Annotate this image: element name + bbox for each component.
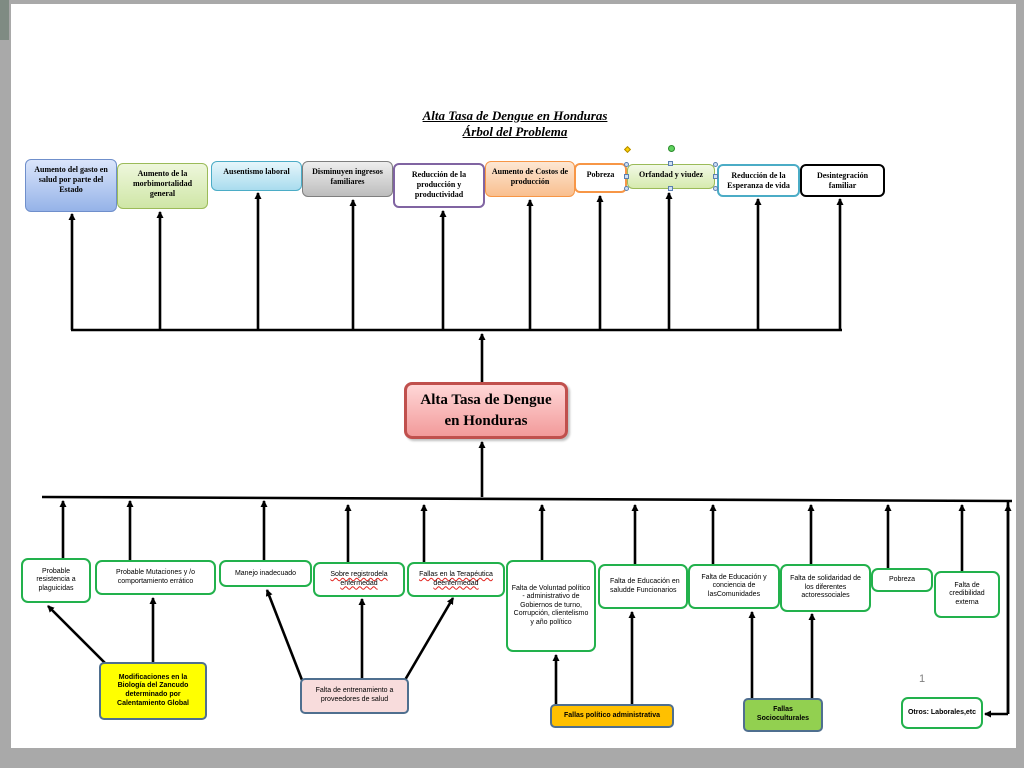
root-cause-box: Modificaciones en la Biología del Zancud…: [99, 662, 207, 720]
cause-box: Probable Mutaciones y /o comportamiento …: [95, 560, 216, 595]
resize-handle[interactable]: [713, 186, 718, 191]
cause-box: Falta de solidaridad de los diferentes a…: [780, 564, 871, 612]
effect-box: Reducción de la producción y productivid…: [393, 163, 485, 208]
cause-box: Falta de credibilidad externa: [934, 571, 1000, 618]
resize-handle[interactable]: [713, 162, 718, 167]
resize-handle[interactable]: [624, 174, 629, 179]
effect-box: Reducción de la Esperanza de vida: [717, 164, 800, 197]
cause-box: Pobreza: [871, 568, 933, 592]
central-problem-box: Alta Tasa de Dengue en Honduras: [404, 382, 568, 439]
window-corner: [0, 0, 9, 40]
resize-handle[interactable]: [713, 174, 718, 179]
rotate-handle[interactable]: [668, 145, 675, 152]
cause-box: Falta de Voluntad político - administrat…: [506, 560, 596, 652]
effect-box: Ausentismo laboral: [211, 161, 302, 191]
page-number: 1: [919, 673, 926, 685]
diagram-title: Alta Tasa de Dengue en Honduras: [422, 108, 608, 123]
effect-box: Aumento del gasto en salud por parte del…: [25, 159, 117, 212]
effect-box: Pobreza: [574, 163, 627, 193]
cause-text-spellcheck: Sobre registrodela enfermedad: [330, 570, 388, 587]
effect-box: Desintegración familiar: [800, 164, 885, 197]
cause-box: Falta de Educación y conciencia de lasCo…: [688, 564, 780, 609]
cause-box: Falta de Educación en saludde Funcionari…: [598, 564, 688, 609]
root-cause-box: Otros: Laborales,etc: [901, 697, 983, 729]
root-cause-box: Fallas político administrativa: [550, 704, 674, 728]
cause-text-spellcheck: Fallas en la Terapéutica deenfermedad: [419, 570, 493, 587]
effect-box: Aumento de la morbimortalidad general: [117, 163, 208, 209]
diagram-subtitle: Árbol del Problema: [462, 124, 568, 139]
effect-box: Aumento de Costos de producción: [485, 161, 575, 197]
root-cause-box: Fallas Socioculturales: [743, 698, 823, 732]
resize-handle[interactable]: [624, 162, 629, 167]
cause-box: Probable resistencia a plaguicidas: [21, 558, 91, 603]
cause-box: Manejo inadecuado: [219, 560, 312, 587]
resize-handle[interactable]: [668, 186, 673, 191]
resize-handle[interactable]: [624, 186, 629, 191]
effect-box: Disminuyen ingresos familiares: [302, 161, 393, 197]
central-problem-line2: en Honduras: [444, 412, 528, 429]
root-cause-box: Falta de entrenamiento a proveedores de …: [300, 678, 409, 714]
cause-box: Fallas en la Terapéutica deenfermedad: [407, 562, 505, 597]
resize-handle[interactable]: [668, 161, 673, 166]
cause-box: Sobre registrodela enfermedad: [313, 562, 405, 597]
central-problem-line1: Alta Tasa de Dengue: [420, 391, 552, 408]
